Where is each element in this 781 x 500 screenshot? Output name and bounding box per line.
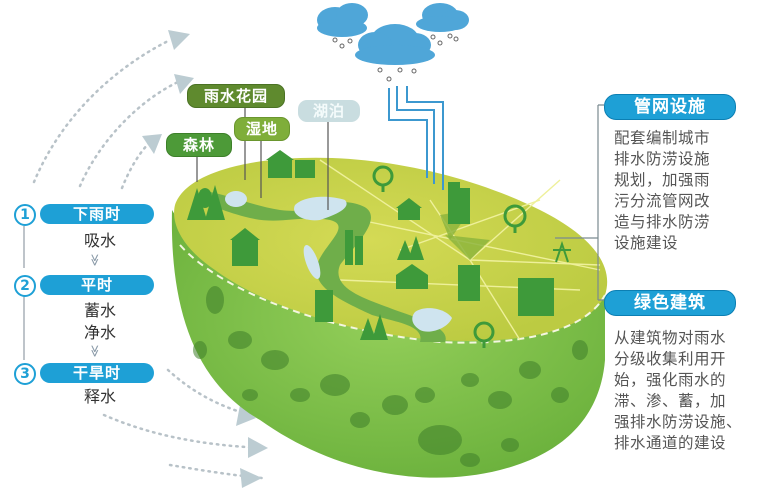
sponge-rim	[179, 244, 606, 344]
body-line: 排水防涝设施	[614, 150, 711, 168]
stage-number-3: 3	[14, 363, 36, 385]
trees	[187, 185, 424, 340]
downward-arrowheads	[236, 405, 268, 488]
right-connectors	[555, 104, 604, 301]
sponge-pores	[193, 286, 588, 467]
body-line: 滞、渗、蓄，加	[614, 392, 727, 410]
stage-label-rain: 下雨时	[40, 204, 154, 224]
chevron-down-icon: ≫	[88, 253, 102, 267]
sponge-top-surface	[174, 157, 608, 341]
stage-text-absorb: 吸水	[83, 231, 116, 250]
drainage-pipes	[388, 86, 444, 190]
panel-title-pipe-network: 管网设施	[604, 94, 736, 120]
stage-number-1: 1	[14, 204, 36, 226]
label-wetland: 湿地	[234, 117, 290, 141]
body-line: 造与排水防涝	[614, 213, 711, 231]
stage-text-release: 释水	[83, 387, 116, 406]
label-rain-garden: 雨水花园	[187, 84, 285, 108]
power-tower	[553, 240, 571, 263]
body-line: 从建筑物对雨水	[614, 329, 727, 347]
buildings	[230, 150, 554, 322]
triangle-field	[445, 235, 490, 260]
round-trees	[372, 165, 527, 348]
river	[200, 190, 446, 342]
stage-number-2: 2	[14, 275, 36, 297]
sponge-body	[171, 210, 606, 478]
clouds	[317, 3, 469, 65]
panel-body-green-building: 从建筑物对雨水 分级收集利用开 始，强化雨水的 滞、渗、蓄，加 强排水防涝设施、…	[614, 328, 781, 454]
lakes	[225, 191, 452, 332]
panel-body-pipe-network: 配套编制城市 排水防涝设施 规划，加强雨 污分流管网改 造与排水防涝 设施建设	[614, 128, 781, 254]
body-line: 规划，加强雨	[614, 171, 711, 189]
body-line: 强排水防涝设施、	[614, 413, 743, 431]
label-lake: 湖泊	[298, 100, 360, 122]
chevron-down-icon: ≫	[88, 344, 102, 358]
body-line: 始，强化雨水的	[614, 371, 727, 389]
body-line: 设施建设	[614, 234, 679, 252]
stage-label-drought: 干旱时	[40, 363, 154, 383]
upward-flow-arrows	[32, 38, 180, 190]
stage-label-normal: 平时	[40, 275, 154, 295]
body-line: 污分流管网改	[614, 192, 711, 210]
upward-arrowheads	[142, 30, 194, 154]
stage-text-purify: 净水	[83, 323, 116, 342]
stage-text-store: 蓄水	[83, 301, 116, 320]
body-line: 分级收集利用开	[614, 350, 727, 368]
body-line: 排水通道的建设	[614, 434, 727, 452]
label-forest: 森林	[166, 133, 232, 157]
raindrops	[332, 33, 459, 82]
panel-title-green-building: 绿色建筑	[604, 290, 736, 316]
body-line: 配套编制城市	[614, 129, 711, 147]
